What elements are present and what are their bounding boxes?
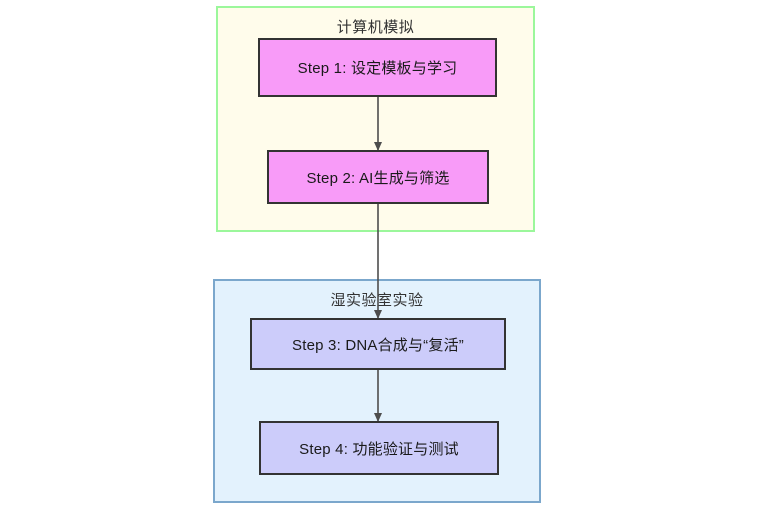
node-step1[interactable]: Step 1: 设定模板与学习 <box>258 38 497 97</box>
node-step3-label: Step 3: DNA合成与“复活” <box>292 336 464 354</box>
node-step3[interactable]: Step 3: DNA合成与“复活” <box>250 318 506 370</box>
node-step4-label: Step 4: 功能验证与测试 <box>299 440 459 458</box>
subgraph-wetlab-title: 湿实验室实验 <box>330 292 424 309</box>
node-step2-label: Step 2: AI生成与筛选 <box>306 169 450 187</box>
node-step2[interactable]: Step 2: AI生成与筛选 <box>267 150 489 204</box>
subgraph-computational-title: 计算机模拟 <box>336 19 415 36</box>
node-step1-label: Step 1: 设定模板与学习 <box>297 60 458 77</box>
node-step4[interactable]: Step 4: 功能验证与测试 <box>259 421 499 475</box>
